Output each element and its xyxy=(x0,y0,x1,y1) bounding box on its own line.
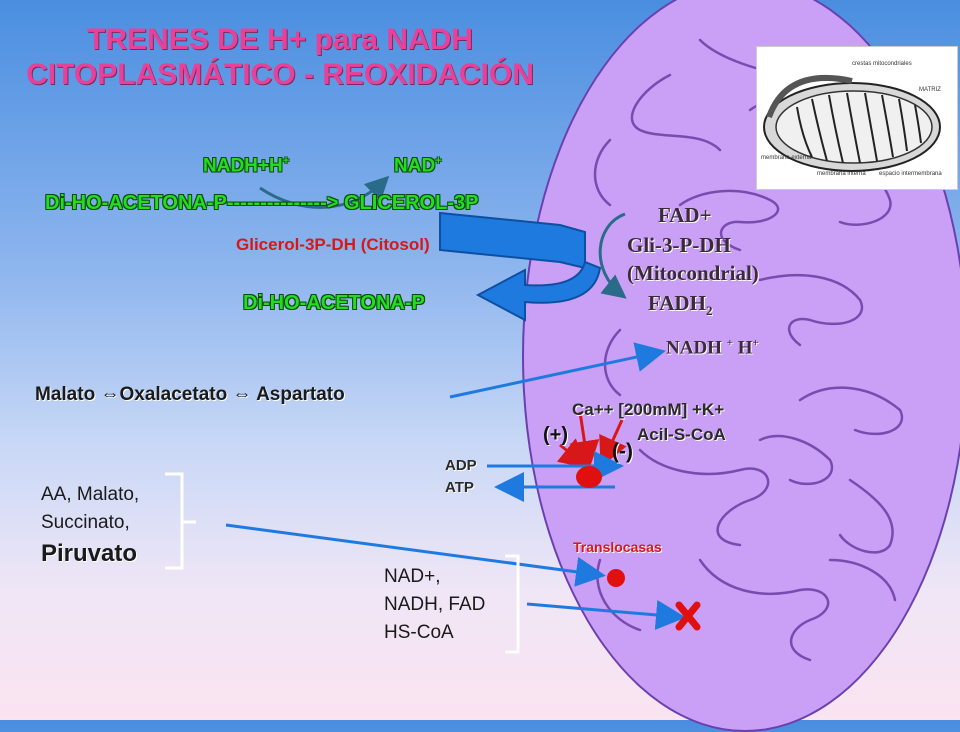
label-matrix: MATRIZ xyxy=(919,87,941,93)
page-title-line2: CITOPLASMÁTICO - REOXIDACIÓN xyxy=(26,58,534,91)
activation-sign: (+) xyxy=(543,424,568,446)
fad-label: FAD+ xyxy=(658,203,712,227)
malate-aspartate-shuttle: Malato ⇔Oxalacetato ⇔ Aspartato xyxy=(35,384,345,406)
inhibition-sign: (-) xyxy=(612,440,633,463)
left-list: AA, Malato, Succinato, Piruvato xyxy=(41,481,139,571)
malate-text: Malato xyxy=(35,384,96,405)
label-inner-membrane: membrana interna xyxy=(817,171,866,177)
fadh-subscript: 2 xyxy=(705,303,713,319)
bidirectional-arrow-icon: ⇔ xyxy=(100,384,120,405)
oxaloacetate-text: Oxalacetato xyxy=(119,384,228,405)
page-title-line1: TRENES DE H+ para NADH xyxy=(87,23,473,56)
nad-label: NAD+ xyxy=(394,155,442,177)
nad-text: NAD xyxy=(394,155,436,177)
dhap-product-label: Di-HO-ACETONA-P xyxy=(243,292,425,314)
translocases-label: Translocasas xyxy=(573,539,662,555)
mitochondrion-drawing xyxy=(763,75,941,172)
right-list-line2: NADH, FAD xyxy=(384,594,486,615)
bidirectional-arrow-icon-2: ⇔ xyxy=(232,384,252,405)
plus-activation-arrow xyxy=(556,438,590,469)
label-intermembrane-space: espacio intermembrana xyxy=(879,171,942,177)
cytosolic-enzyme-label: Glicerol-3P-DH (Citosol) xyxy=(236,235,430,254)
label-cristae: crestas mitocondriales xyxy=(852,61,912,67)
label-outer-membrane: membrana externa xyxy=(761,155,812,161)
fad-to-fadh2-arrow xyxy=(598,212,627,299)
calcium-label: Ca++ [200mM] +K+ xyxy=(572,400,725,419)
right-bracket xyxy=(505,554,520,654)
blocked-cross-icon xyxy=(675,601,701,631)
mito-enzyme-line2: (Mitocondrial) xyxy=(627,261,759,285)
glycerol-entry-arrow xyxy=(439,211,586,270)
nad-charge: + xyxy=(435,155,442,167)
mitochondrion-structure-image: crestas mitocondriales MATRIZ membrana e… xyxy=(756,46,958,190)
dhap-exit-arrow xyxy=(475,260,602,322)
nadh-text: NADH+H xyxy=(203,155,283,177)
atp-translocase-dot xyxy=(576,466,602,488)
pyruvate-translocase-dot xyxy=(607,569,625,587)
left-bracket xyxy=(165,472,196,570)
fadh-text: FADH xyxy=(648,291,706,315)
mito-h-charge: + xyxy=(752,337,759,349)
pyruvate-arrow xyxy=(225,523,606,587)
left-list-line2: Succinato, xyxy=(41,512,130,533)
shuttle-arrow xyxy=(449,342,666,399)
reaction-equation: Di-HO-ACETONA-P---------------> GLICEROL… xyxy=(45,192,479,214)
right-list: NAD+, NADH, FAD HS-CoA xyxy=(384,563,485,647)
mito-nadh-text: NADH xyxy=(666,337,722,359)
cofactor-arrow xyxy=(526,600,686,630)
adp-label: ADP xyxy=(445,457,477,474)
left-list-line1: AA, Malato, xyxy=(41,484,140,505)
mito-enzyme-line1: Gli-3-P-DH xyxy=(627,233,731,257)
right-list-line1: NAD+, xyxy=(384,566,441,587)
mito-nadh-charge: + xyxy=(726,337,733,349)
acyl-coa-label: Acil-S-CoA xyxy=(637,425,726,444)
aspartate-text: Aspartato xyxy=(256,384,345,405)
mito-nadh-label: NADH + H+ xyxy=(666,337,759,359)
left-list-line3: Piruvato xyxy=(41,540,138,567)
fadh2-label: FADH2 xyxy=(648,291,712,319)
mito-h-text: H xyxy=(737,337,753,359)
atp-label: ATP xyxy=(445,479,474,496)
nadh-charge: + xyxy=(282,155,290,167)
right-list-line3: HS-CoA xyxy=(384,622,454,643)
nadh-to-nad-arrow xyxy=(259,175,390,209)
nadh-label: NADH+H+ xyxy=(203,155,289,177)
